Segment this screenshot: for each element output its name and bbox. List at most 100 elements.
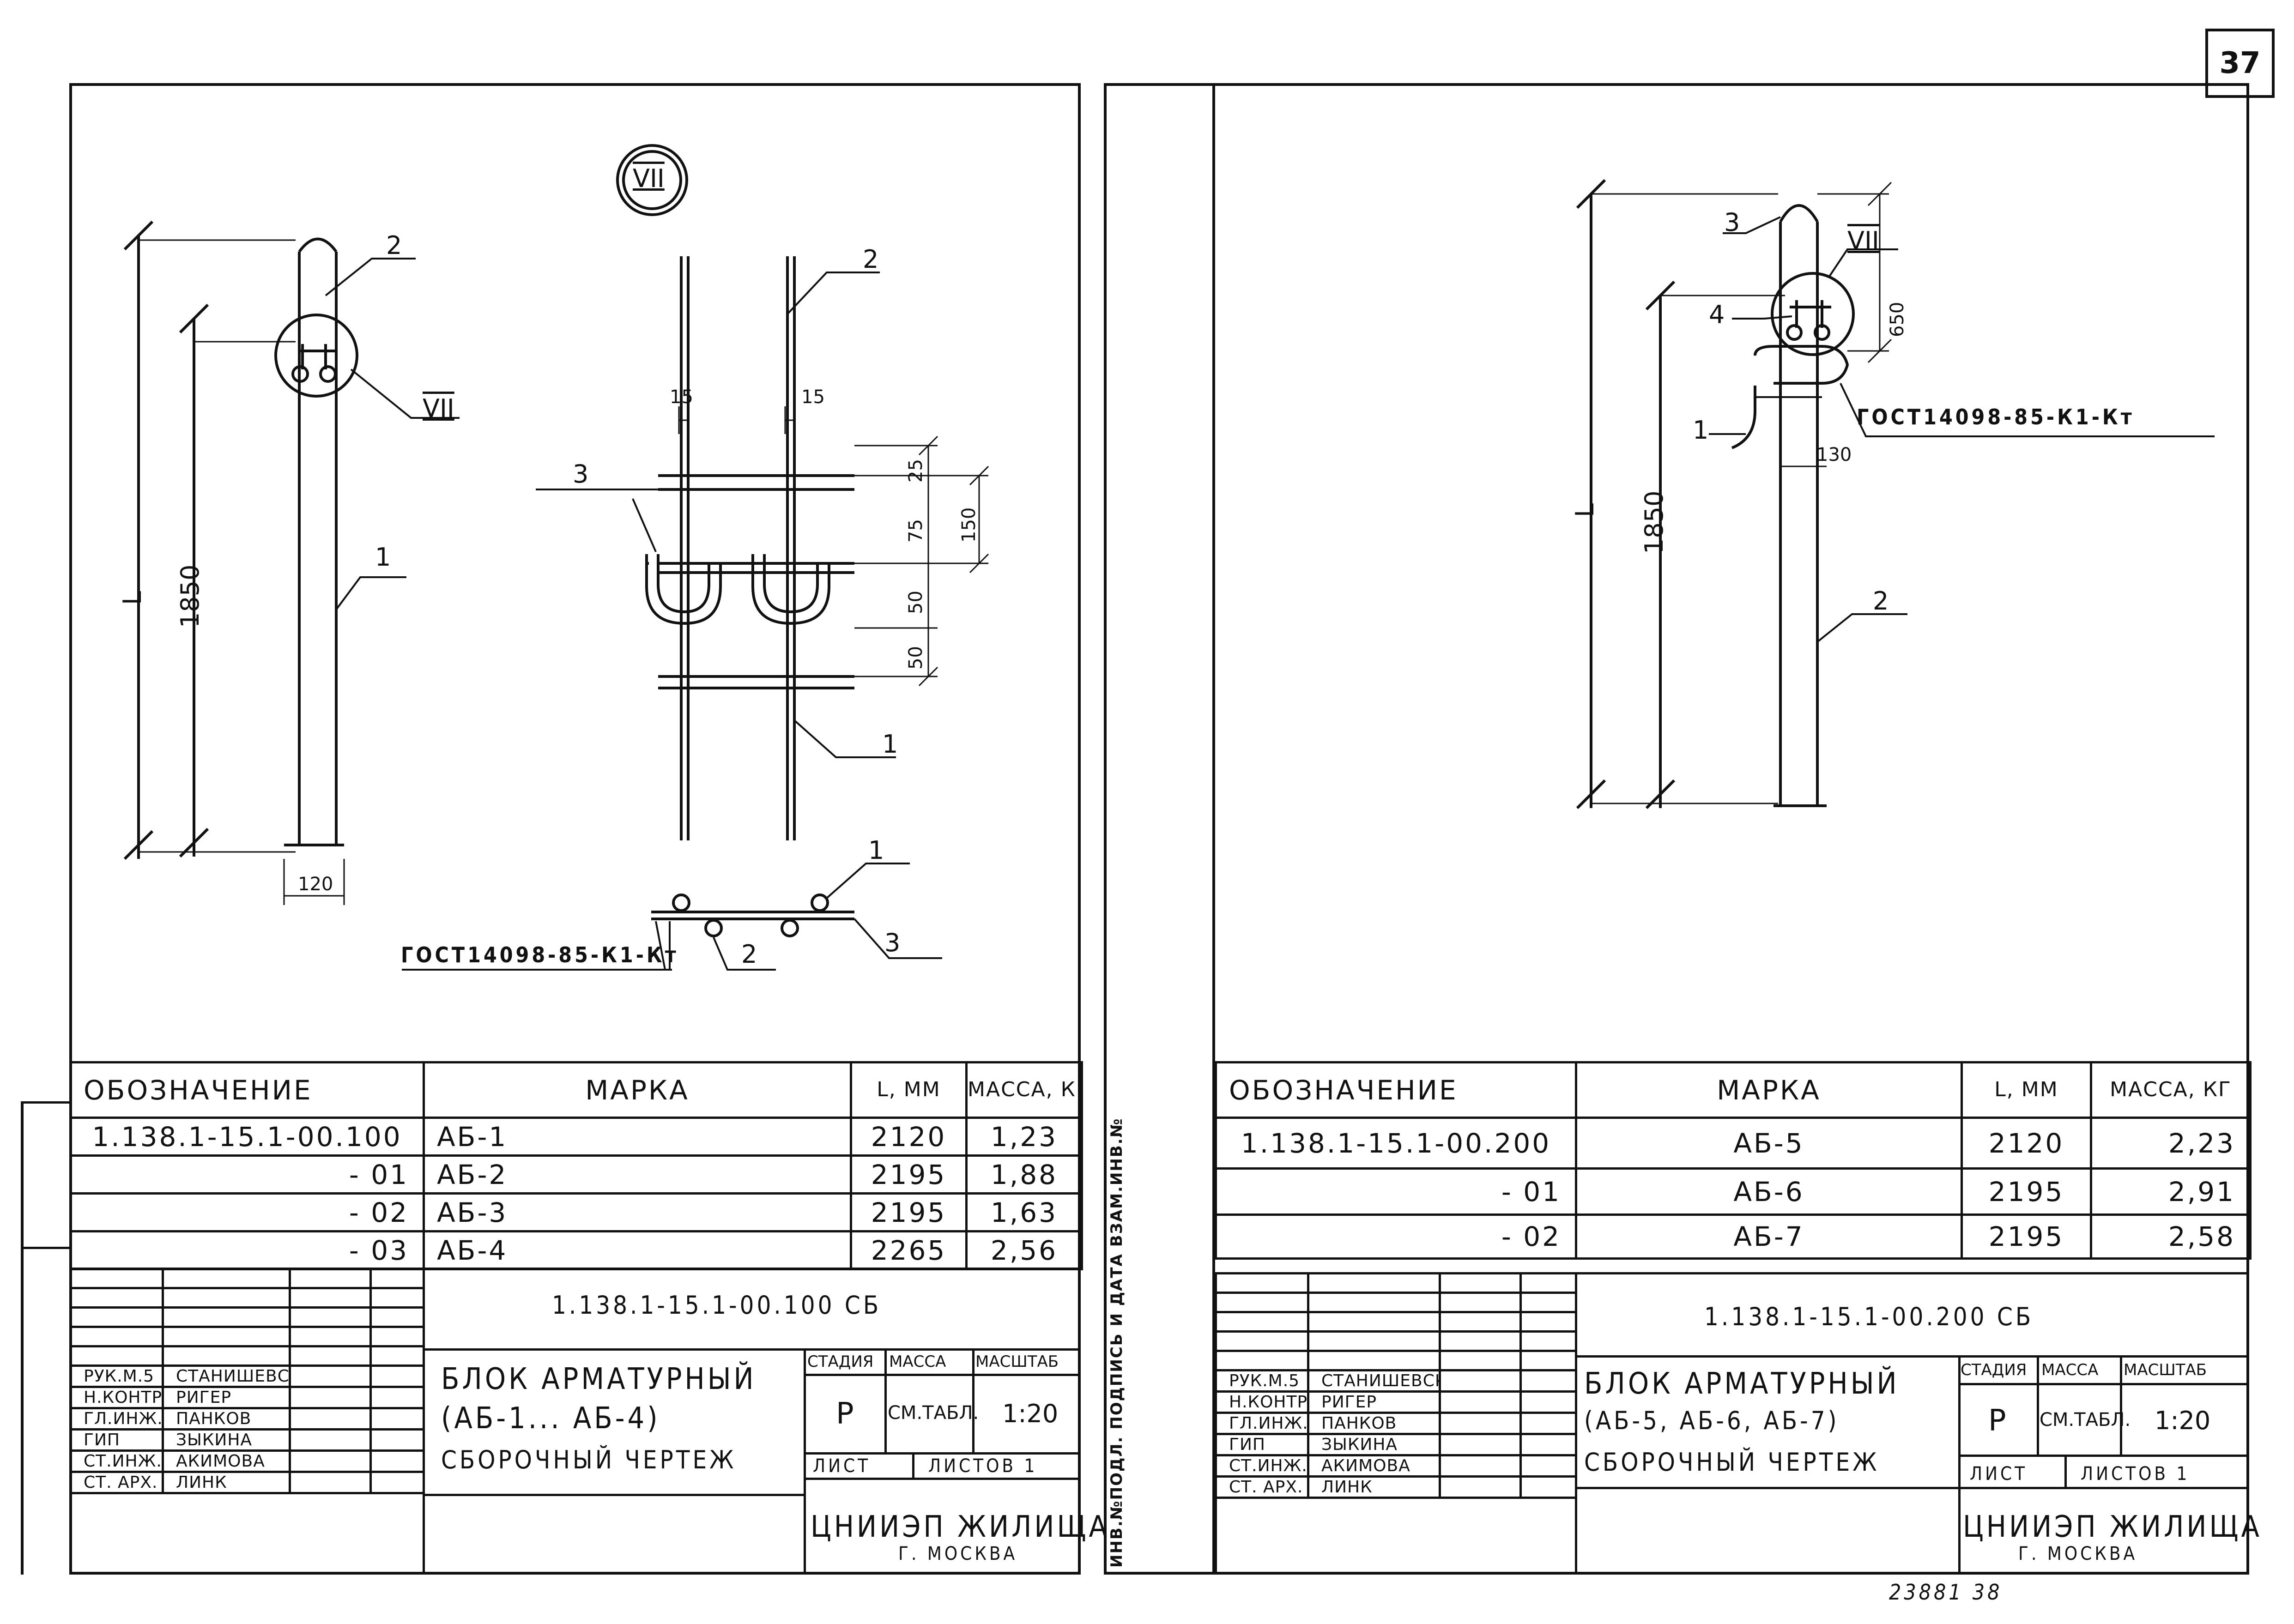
table-row: ГЛ.ИНЖ.М ПАНКОВ <box>69 1407 425 1431</box>
left-scale-header: МАСШТАБ <box>975 1352 1059 1371</box>
r-view-label-vii: VII <box>1847 226 1879 255</box>
table-row: РУК.М.5 СТАНИШЕВСКИЙ <box>69 1364 425 1388</box>
r-leader-4: 4 <box>1709 300 1725 329</box>
r-dim-650: 650 <box>1887 302 1908 337</box>
right-drawing <box>1576 179 2215 809</box>
dim-15a: 15 <box>670 386 693 408</box>
detail-leader-3: 3 <box>573 459 589 489</box>
left-signature-table: РУК.М.5 СТАНИШЕВСКИЙ Н.КОНТР. РИГЕР ГЛ.И… <box>69 1268 425 1494</box>
right-stage-header: СТАДИЯ <box>1961 1361 2027 1379</box>
role: Н.КОНТР. <box>69 1386 164 1409</box>
leader-label-1: 1 <box>375 543 391 572</box>
col-header-mass: МАССА, КГ <box>965 1061 1083 1119</box>
right-sheets-label: ЛИСТОВ 1 <box>2081 1463 2190 1485</box>
gost-note: ГОСТ14098-85-К1-Кт <box>401 942 679 967</box>
row-mass: 2,23 <box>2090 1117 2252 1170</box>
name: АКИМОВА <box>162 1449 291 1473</box>
right-mass-value: СМ.ТАБЛ. <box>2040 1409 2131 1431</box>
col-header-mark: МАРКА <box>423 1061 852 1119</box>
role: СТ.ИНЖ. <box>1215 1454 1309 1478</box>
left-mass-value: СМ.ТАБЛ. <box>888 1402 979 1424</box>
callout-label-vii: VII <box>423 394 454 423</box>
r-leader-1: 1 <box>1693 416 1709 445</box>
table-row: СТ.ИНЖ. АКИМОВА <box>1215 1454 1577 1478</box>
dim-15b: 15 <box>801 386 825 408</box>
table-row: 1.138.1-15.1-00.100 АБ-1 2120 1,23 <box>69 1117 1083 1157</box>
name: ПАНКОВ <box>1307 1412 1441 1435</box>
left-mass-header: МАССА <box>889 1352 946 1371</box>
row-mass: 2,58 <box>2090 1213 2252 1260</box>
name: ЗЫКИНА <box>162 1428 291 1452</box>
role: ГИП <box>69 1428 164 1452</box>
left-stamp-title-3: СБОРОЧНЫЙ ЧЕРТЕЖ <box>441 1445 737 1474</box>
r-gost-note: ГОСТ14098-85-К1-Кт <box>1857 404 2135 429</box>
left-scale-value: 1:20 <box>1002 1399 1059 1428</box>
row-length: 2195 <box>1961 1213 2092 1260</box>
left-stage-header: СТАДИЯ <box>807 1352 874 1371</box>
col-header-length: L, ММ <box>1961 1061 2092 1119</box>
r-leader-2: 2 <box>1873 586 1889 616</box>
right-org-line2: Г. МОСКВА <box>2018 1543 2138 1564</box>
role: РУК.М.5 <box>1215 1369 1309 1393</box>
role: Н.КОНТР. <box>1215 1390 1309 1414</box>
role: СТ. АРХ. <box>1215 1475 1309 1499</box>
right-stamp-title-2: (АБ-5, АБ-6, АБ-7) <box>1584 1406 1840 1435</box>
r-leader-3: 3 <box>1724 208 1740 237</box>
plan-leader-3: 3 <box>884 928 901 957</box>
row-length: 2265 <box>850 1230 968 1270</box>
table-row: - 02 АБ-3 2195 1,63 <box>69 1192 1083 1232</box>
col-header-mark: МАРКА <box>1575 1061 1963 1119</box>
right-sheet-inner-border <box>1212 83 1215 1575</box>
right-stage-value: Р <box>1988 1404 2006 1438</box>
r-dim-side-label: L <box>1570 503 1599 517</box>
table-row: СТ. АРХ. ЛИНК <box>69 1471 425 1494</box>
left-stamp-title-1: БЛОК АРМАТУРНЫЙ <box>441 1362 757 1396</box>
dim-50a: 50 <box>905 591 926 614</box>
left-sheet-label: ЛИСТ <box>813 1455 871 1477</box>
left-org-line1: ЦНИИЭП ЖИЛИЩА <box>811 1510 1110 1544</box>
detail-leader-2: 2 <box>863 245 879 274</box>
row-mark: АБ-6 <box>1575 1167 1963 1216</box>
row-length: 2195 <box>1961 1167 2092 1216</box>
table-row: 1.138.1-15.1-00.200 АБ-5 2120 2,23 <box>1215 1117 2252 1170</box>
detail-leader-1: 1 <box>882 730 898 759</box>
row-mark: АБ-7 <box>1575 1213 1963 1260</box>
view-label-vii: VII <box>633 164 665 193</box>
plan-leader-1: 1 <box>868 836 884 865</box>
col-header-length: L, ММ <box>850 1061 968 1119</box>
role: ГИП <box>1215 1433 1309 1456</box>
name: РИГЕР <box>162 1386 291 1409</box>
table-row: Н.КОНТР. РИГЕР <box>69 1386 425 1409</box>
row-mass: 1,88 <box>965 1154 1083 1195</box>
dim-150: 150 <box>958 507 980 543</box>
r-dim-total-label: 1850 <box>1640 490 1669 554</box>
left-sheets-label: ЛИСТОВ 1 <box>928 1455 1038 1477</box>
row-designation: 1.138.1-15.1-00.100 <box>69 1117 425 1157</box>
row-mass: 1,23 <box>965 1117 1083 1157</box>
plan-leader-2: 2 <box>741 940 757 969</box>
row-mass: 2,91 <box>2090 1167 2252 1216</box>
right-scale-header: МАСШТАБ <box>2124 1361 2207 1379</box>
dim-total-label: 1850 <box>176 564 205 628</box>
row-designation: - 01 <box>1215 1167 1577 1216</box>
role: СТ.ИНЖ. <box>69 1449 164 1473</box>
dim-25: 25 <box>905 459 926 483</box>
role: СТ. АРХ. <box>69 1471 164 1494</box>
row-designation: 1.138.1-15.1-00.200 <box>1215 1117 1577 1170</box>
name: РИГЕР <box>1307 1390 1441 1414</box>
table-row: РУК.М.5 СТАНИШЕВСКИЙ <box>1215 1369 1577 1393</box>
name: СТАНИШЕВСКИЙ <box>162 1364 291 1388</box>
name: СТАНИШЕВСКИЙ <box>1307 1369 1441 1393</box>
role: ГЛ.ИНЖ.М <box>69 1407 164 1431</box>
name: ЛИНК <box>162 1471 291 1494</box>
footer-code: 23881 38 <box>1889 1580 2003 1605</box>
name: ПАНКОВ <box>162 1407 291 1431</box>
table-row: - 02 АБ-7 2195 2,58 <box>1215 1213 2252 1260</box>
dim-base-width: 120 <box>298 874 333 895</box>
row-length: 2195 <box>850 1192 968 1232</box>
row-mark: АБ-5 <box>1575 1117 1963 1170</box>
right-scale-value: 1:20 <box>2155 1406 2211 1435</box>
name: ЗЫКИНА <box>1307 1433 1441 1456</box>
left-org-line2: Г. МОСКВА <box>898 1543 1018 1564</box>
left-stamp-title-2: (АБ-1... АБ-4) <box>441 1401 660 1436</box>
